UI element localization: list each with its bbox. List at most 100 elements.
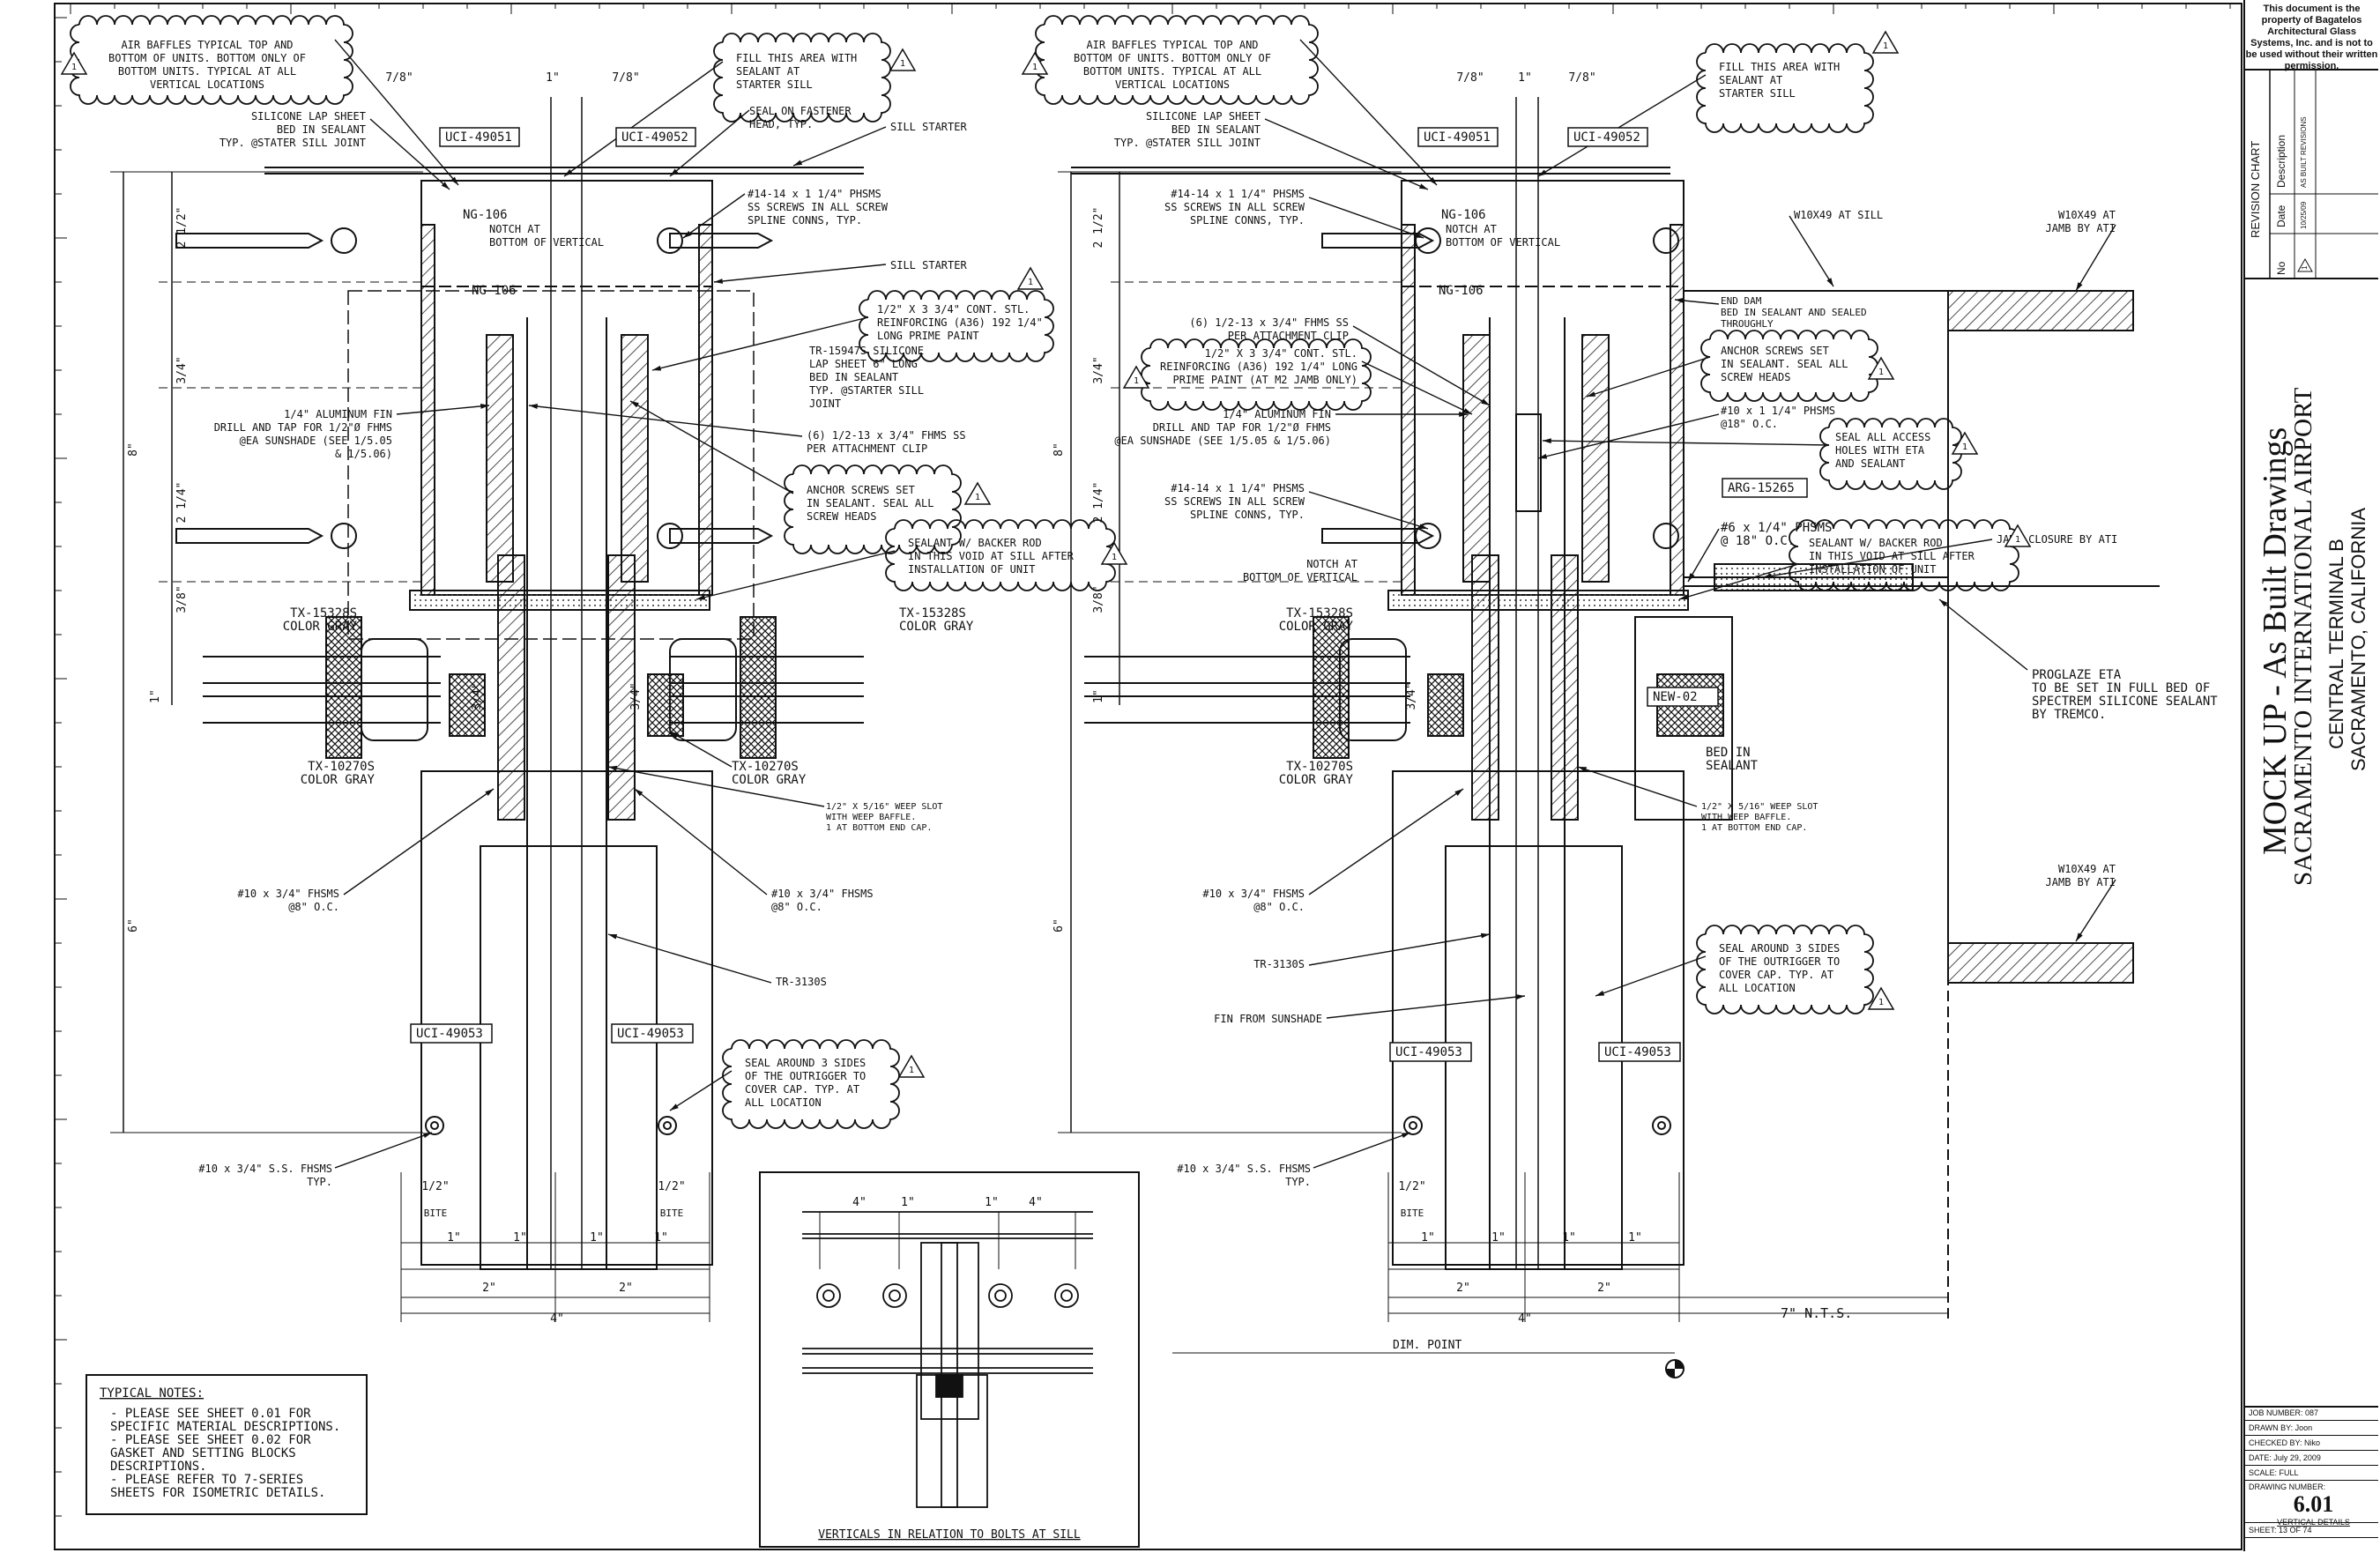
right-tx15328-line-1: COLOR GRAY [1279,620,1354,634]
right-phsms10-line-0: #10 x 1 1/4" PHSMS [1721,405,1835,417]
left-tx10270-r-line-1: COLOR GRAY [732,773,807,787]
left-uci-49053b: UCI-49053 [617,1027,684,1041]
right-seal-access-line-2: AND SEALANT [1835,457,1905,470]
left-sealant-backer-cloud [885,519,1116,591]
left-anchor-line-0: ANCHOR SCREWS SET [807,484,915,496]
right-seal-access-cloud [1819,418,1962,490]
leader-line [369,118,450,190]
leader-line [1789,215,1834,287]
left-sealant-backer-rev-triangle [1100,541,1128,565]
notes-line-line-5: - PLEASE REFER TO 7-SERIES [110,1473,303,1487]
left-ss-fhsms-line-1: TYP. [307,1176,332,1188]
right-air-baffles-cloud [1035,15,1319,105]
left-uci-49051: UCI-49051 [445,130,512,145]
left-sealant-backer-line-1: IN THIS VOID AT SILL AFTER [908,550,1075,562]
right-ng-106b: NG-106 [1439,284,1484,298]
leader-line [1299,39,1438,186]
left-anchor-line-1: IN SEALANT. SEAL ALL [807,497,934,509]
rev-date-header: Date [2275,204,2287,227]
sheet-border [54,3,2242,1550]
leader-line [2075,224,2116,292]
left-fill-area-line-0: FILL THIS AREA WITH [736,52,857,64]
drawing-date: DATE: July 29, 2009 [2245,1451,2378,1466]
right-new02-box [1647,687,1719,707]
right-seal-3sides-line-3: ALL LOCATION [1719,982,1796,994]
drawing-number-cell: DRAWING NUMBER: 6.01 VERTICAL DETAILS [2245,1481,2378,1527]
right-sealant-backer-rev-number: 1 [2015,535,2020,545]
right-seal-3sides-line-0: SEAL AROUND 3 SIDES [1719,942,1840,955]
right-seal-access-line-1: HOLES WITH ETA [1835,444,1925,457]
dimension-label: 2 1/4" [1092,482,1105,524]
left-sealant-backer-line-2: INSTALLATION OF UNIT [908,563,1036,576]
left-fhms-ss-line-1: PER ATTACHMENT CLIP [807,442,927,455]
leader-line [669,731,733,768]
leader-line [713,264,887,284]
left-uci-49053a-box [410,1023,493,1044]
right-fill-area-rev-triangle [1871,30,1900,54]
dimension-label: 4" [1518,1312,1532,1326]
right-seal-3sides-line-1: OF THE OUTRIGGER TO [1719,955,1840,968]
left-notch-line-0: NOTCH AT [489,223,540,235]
right-fill-area-rev-number: 1 [1883,41,1888,51]
leader-line [695,550,896,600]
dimension-label: 3/4" [629,682,643,710]
sheet-number: SHEET: 13 OF 74 [2245,1523,2378,1538]
drawing-number-label: DRAWING NUMBER: [2249,1482,2326,1491]
inset-bolts-at-sill [759,1171,1140,1548]
leader-line [334,39,459,186]
drawn-by: DRAWN BY: Joon [2245,1421,2378,1436]
left-air-baffles-line-2: BOTTOM UNITS. TYPICAL AT ALL [118,65,296,78]
right-fin-line-1: DRILL AND TAP FOR 1/2"Ø FHMS [1153,421,1331,434]
right-notch-line-1: BOTTOM OF VERTICAL [1446,236,1560,249]
dimension-label: 3/4" [471,682,484,710]
left-reinforcing-line-2: LONG PRIME PAINT [877,330,979,342]
left-fhsms-l-line-1: @8" O.C. [288,901,339,913]
right-tx15328-line-0: TX-15328S [1286,606,1353,620]
dimension-label: 1" [1092,689,1105,703]
dimension-label: 7/8" [385,71,413,85]
left-sealant-backer-rev-number: 1 [1112,553,1117,562]
right-w10-sill: W10X49 AT SILL [1794,209,1883,221]
leader-line [1674,298,1720,305]
right-anchor-line-1: IN SEALANT. SEAL ALL [1721,358,1848,370]
right-notch-2-line-1: BOTTOM OF VERTICAL [1243,571,1357,583]
left-sill-starter-2: SILL STARTER [890,259,967,271]
notes-line-line-4: DESCRIPTIONS. [110,1460,207,1474]
dimension-label: 3/4" [1092,356,1105,383]
dimension-label: 8" [1052,442,1066,457]
right-fill-area-line-1: SEALANT AT [1719,74,1782,86]
notes-line-line-0: - PLEASE SEE SHEET 0.01 FOR [110,1407,311,1421]
right-w10-jamb-line-1: JAMB BY ATI [2046,222,2116,234]
leader-line [1313,1132,1411,1169]
leader-line [1595,955,1707,997]
right-screws-14-line-2: SPLINE CONNS, TYP. [1190,214,1305,227]
dimension-label: 8" [127,442,140,457]
right-reinforcing-cloud [1141,338,1372,411]
notes-box [86,1374,368,1515]
right-fhsms-line-1: @8" O.C. [1253,901,1305,913]
dimension-label: 1" [447,1231,461,1245]
right-fin-line-0: 1/4" ALUMINUM FIN [1223,408,1331,420]
right-sealant-backer-rev-triangle [2004,524,2032,547]
leader-line [563,61,724,177]
left-seal-3sides-line-0: SEAL AROUND 3 SIDES [745,1057,866,1069]
leader-line [1308,491,1429,530]
left-seal-3sides-rev-triangle [897,1054,926,1078]
right-sealant-backer-line-2: INSTALLATION OF UNIT [1809,563,1937,576]
project-subtitle-2: SACRAMENTO, CALIFORNIA [2347,507,2369,771]
left-seal-3sides-line-1: OF THE OUTRIGGER TO [745,1070,866,1082]
leader-line [1678,563,1799,600]
left-tx15328-l-line-0: TX-15328S [290,606,357,620]
left-fill-area-rev-number: 1 [900,59,905,69]
right-notch-2-line-0: NOTCH AT [1306,558,1357,570]
left-ss-fhsms-line-0: #10 x 3/4" S.S. FHSMS [198,1163,332,1175]
left-tr15947-line-0: TR-15947S SILICONE [809,345,924,357]
left-notch-line-1: BOTTOM OF VERTICAL [489,236,604,249]
right-screws-14b-line-1: SS SCREWS IN ALL SCREW [1164,495,1305,508]
right-uci-49053b-box [1598,1042,1681,1062]
right-anchor-rev-number: 1 [1878,368,1884,377]
leader-line [1264,118,1429,190]
dimension-label: 4" [852,1196,866,1209]
right-sealant-backer-cloud [1789,519,2019,591]
